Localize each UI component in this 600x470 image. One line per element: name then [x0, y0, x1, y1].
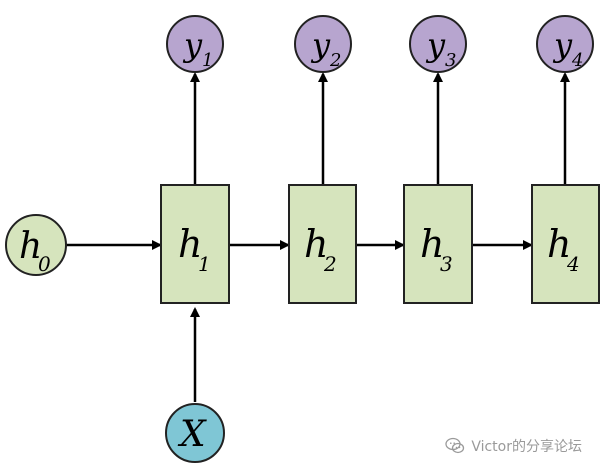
initial-hidden-node-h0: h 0: [5, 214, 67, 276]
watermark-text: Victor的分享论坛: [471, 439, 582, 455]
output-node-y1: y 1: [166, 15, 224, 73]
output-label-y4: y: [552, 26, 573, 64]
watermark: Victor的分享论坛: [445, 436, 582, 456]
hidden-nodes: h 1 h 2 h 3 h 4: [160, 184, 600, 304]
hidden-label-h4: h: [547, 222, 571, 266]
hidden-label-h2: h: [304, 222, 328, 266]
hidden-sub-h1: 1: [198, 252, 211, 276]
initial-label-h0: h: [19, 226, 42, 267]
output-node-y2: y 2: [294, 15, 352, 73]
output-node-y4: y 4: [536, 15, 594, 73]
hidden-node-h3: h 3: [403, 184, 473, 304]
wechat-icon: [445, 437, 465, 455]
hidden-label-h1: h: [178, 222, 202, 266]
hidden-sub-h3: 3: [440, 252, 453, 276]
output-sub-y3: 3: [445, 50, 456, 71]
output-node-y3: y 3: [409, 15, 467, 73]
output-sub-y2: 2: [329, 50, 341, 71]
hidden-node-h4: h 4: [531, 184, 600, 304]
output-label-y1: y: [182, 26, 203, 64]
connections: [66, 72, 570, 402]
hidden-node-h1: h 1: [160, 184, 230, 304]
input-label-x: X: [177, 414, 207, 455]
output-label-y2: y: [310, 26, 331, 64]
initial-sub-h0: 0: [38, 252, 51, 276]
hidden-sub-h2: 2: [323, 252, 337, 276]
hidden-node-h2: h 2: [288, 184, 357, 304]
output-label-y3: y: [425, 26, 446, 64]
hidden-label-h3: h: [420, 222, 444, 266]
output-sub-y1: 1: [202, 50, 213, 71]
hidden-sub-h4: 4: [566, 252, 580, 276]
output-sub-y4: 4: [571, 50, 583, 71]
input-node-x: X: [165, 403, 225, 463]
output-nodes: y 1 y 2 y 3 y 4: [166, 15, 594, 73]
